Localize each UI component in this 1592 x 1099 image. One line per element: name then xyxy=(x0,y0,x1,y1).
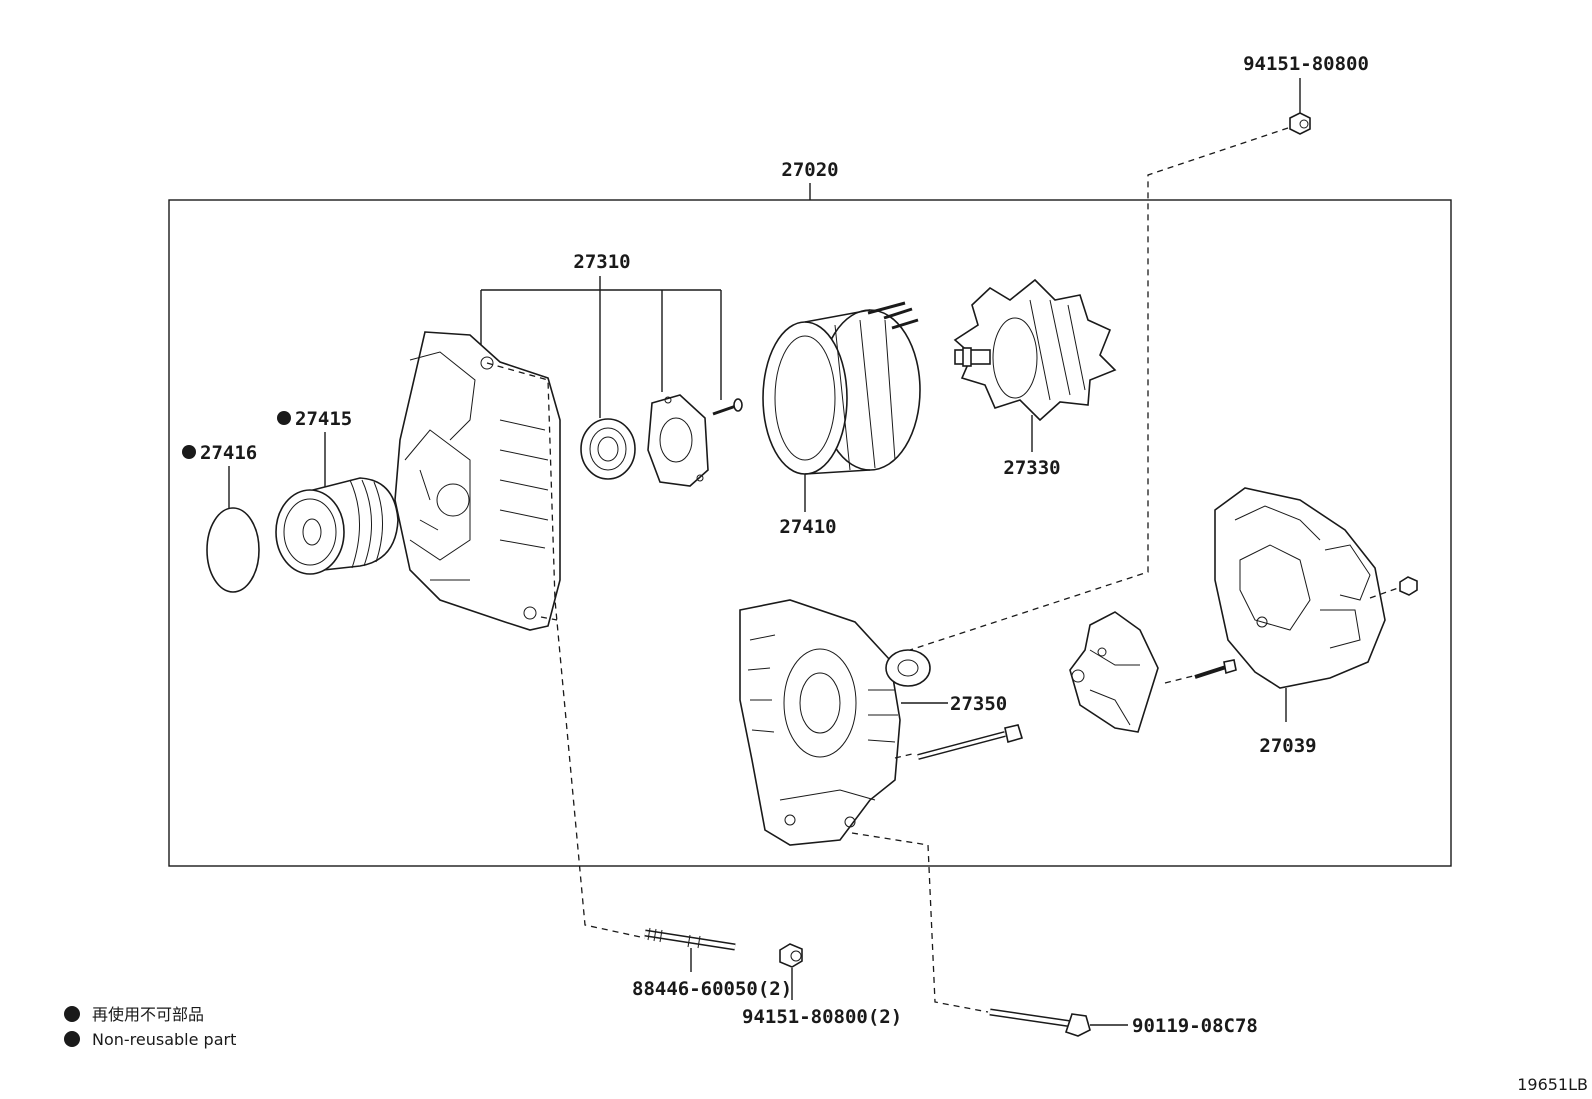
label-27410: 27410 xyxy=(779,516,836,538)
legend-english: Non-reusable part xyxy=(92,1030,236,1049)
legend-dot-en xyxy=(64,1031,80,1047)
figure-code: 19651LB xyxy=(1517,1075,1588,1094)
label-through-bolt: 90119-08C78 xyxy=(1132,1015,1258,1037)
label-27330: 27330 xyxy=(1003,457,1060,479)
legend-dot-jp xyxy=(64,1006,80,1022)
brush-holder-icon xyxy=(1069,611,1159,733)
through-bolt-icon xyxy=(989,1008,1091,1037)
pulley-ring-icon xyxy=(206,507,260,593)
long-bolt-icon xyxy=(917,724,1024,760)
label-nut-top: 94151-80800 xyxy=(1243,53,1369,75)
label-27020: 27020 xyxy=(781,159,838,181)
stud-bolt-icon xyxy=(644,927,736,951)
legend-japanese: 再使用不可部品 xyxy=(92,1005,204,1024)
rectifier-cover-icon xyxy=(1214,487,1386,689)
bearing-icon xyxy=(580,418,636,480)
brush-screw-icon xyxy=(1194,659,1237,679)
label-27415: 27415 xyxy=(295,408,352,430)
pulley-icon xyxy=(275,477,399,575)
label-nut-bottom: 94151-80800(2) xyxy=(742,1006,902,1028)
screw-icon xyxy=(712,398,743,416)
label-27350: 27350 xyxy=(950,693,1007,715)
label-stud-bolt: 88446-60050(2) xyxy=(632,978,792,1000)
label-27416: 27416 xyxy=(200,442,257,464)
rotor-icon xyxy=(953,278,1117,422)
retainer-plate-icon xyxy=(647,394,709,487)
label-27039: 27039 xyxy=(1259,735,1316,757)
stator-icon xyxy=(762,301,921,475)
rectifier-nut-icon xyxy=(1399,576,1418,596)
front-housing-icon xyxy=(394,331,561,631)
nut-top-icon xyxy=(1289,112,1311,135)
rear-frame-icon xyxy=(739,599,931,846)
nut-bottom-icon xyxy=(779,943,803,968)
label-27310: 27310 xyxy=(573,251,630,273)
